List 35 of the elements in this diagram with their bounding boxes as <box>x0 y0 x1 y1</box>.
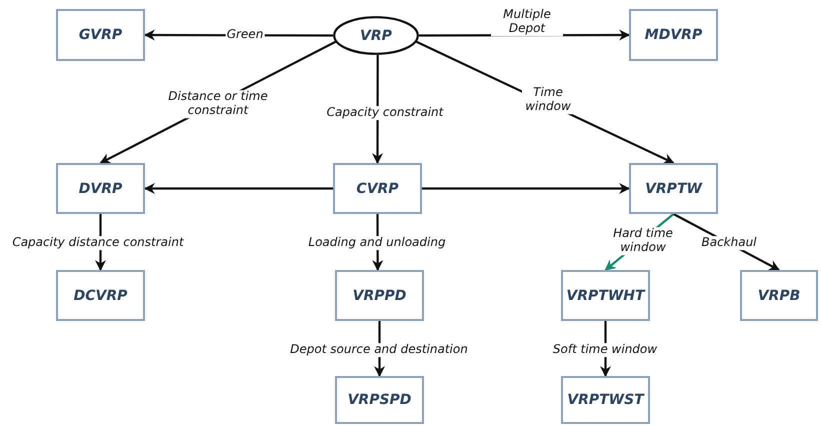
edge-label: Multiple Depot <box>491 8 563 36</box>
node-label: CVRP <box>356 180 399 196</box>
node-label: VRPTW <box>645 180 702 196</box>
node-label: VRPPD <box>352 288 406 304</box>
process-box <box>56 163 145 214</box>
node-label: GVRP <box>78 27 122 43</box>
node-label: VRP <box>360 28 392 44</box>
process-box <box>335 270 424 321</box>
process-box <box>56 270 145 321</box>
process-box <box>629 9 718 61</box>
process-box <box>561 270 650 321</box>
arrow <box>144 183 333 194</box>
process-box <box>629 163 718 214</box>
edge-label: Time window <box>522 86 574 114</box>
edge-label: Capacity constraint <box>326 106 444 120</box>
node-label: VRPTWHT <box>566 288 645 304</box>
node-label: VRPB <box>758 288 800 304</box>
root-ellipse <box>333 16 419 55</box>
process-box <box>56 9 145 61</box>
node-label: VRPSPD <box>348 392 412 408</box>
arrow <box>372 55 384 164</box>
edge-label: Loading and unloading <box>307 236 447 250</box>
edge-label: Capacity distance constraint <box>11 236 185 250</box>
process-box <box>335 376 424 424</box>
edge-label: Backhaul <box>700 236 758 250</box>
process-box <box>561 376 650 424</box>
edge-label: Soft time window <box>552 343 658 357</box>
process-box <box>740 270 818 321</box>
node-label: VRPTWST <box>567 392 644 408</box>
edge-label: Depot source and destination <box>289 343 469 357</box>
process-box <box>333 163 422 214</box>
arrow <box>422 183 630 194</box>
node-label: DVRP <box>78 180 122 196</box>
node-label: MDVRP <box>644 27 702 43</box>
node-label: DCVRP <box>74 288 128 304</box>
